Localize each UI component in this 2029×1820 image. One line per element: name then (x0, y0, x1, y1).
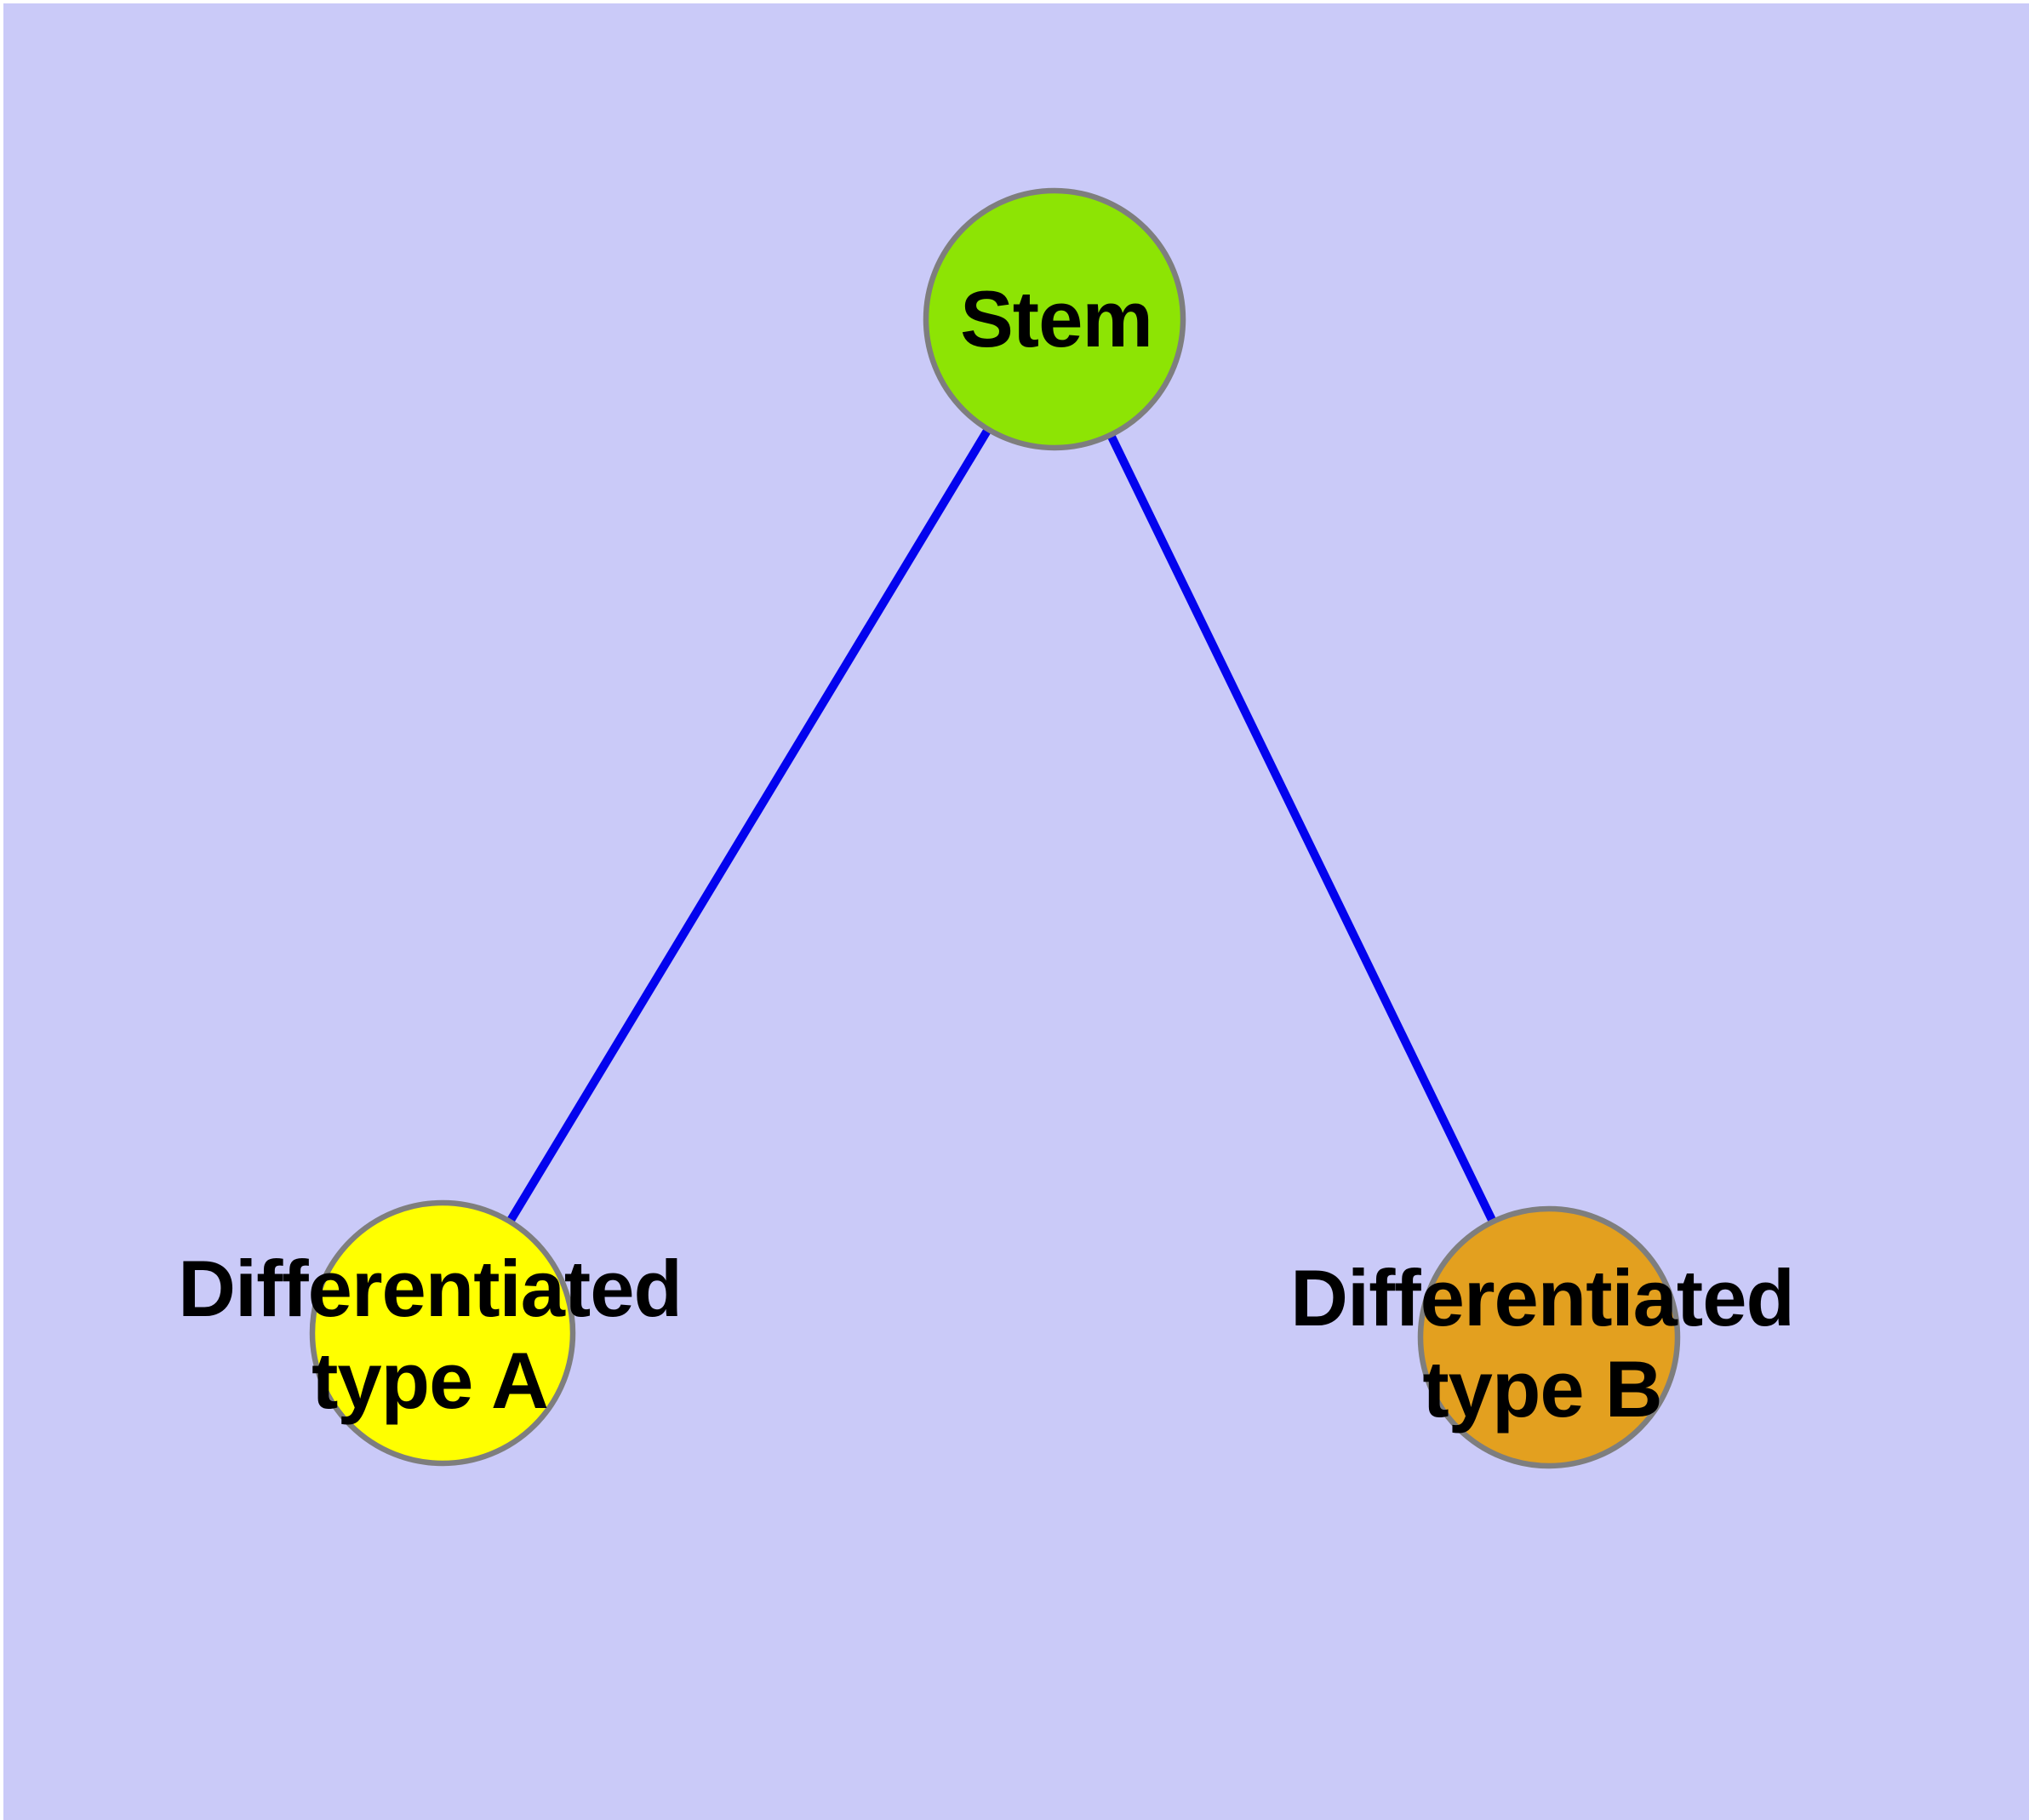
node-label-line: type A (311, 1336, 548, 1425)
node-differentiated-type-a (309, 1199, 576, 1467)
node-label-line: Differentiated (178, 1244, 682, 1333)
edge-stem-to-type-a (438, 317, 1059, 1336)
node-stem (923, 187, 1186, 451)
node-stem-label: Stem (960, 274, 1152, 363)
edge-stem-to-type-b (1050, 317, 1553, 1340)
nodes-layer (309, 187, 1681, 1469)
node-label-line: type B (1422, 1344, 1661, 1434)
node-label-line: Differentiated (1290, 1253, 1794, 1342)
node-differentiated-type-b (1417, 1205, 1681, 1469)
node-label-line: Stem (960, 274, 1152, 363)
edges-layer (438, 317, 1553, 1340)
